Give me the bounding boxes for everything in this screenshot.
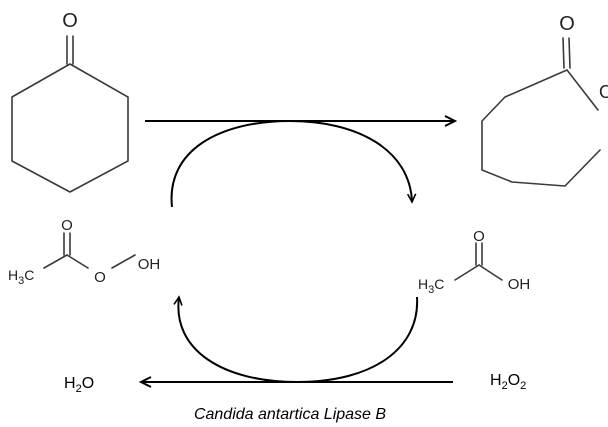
peracid-bond-3: [111, 254, 136, 269]
peracid-hydroxyl: OH: [138, 256, 161, 273]
reactant-carbonyl-oxygen: O: [62, 10, 78, 32]
product-carbonyl-oxygen: O: [559, 13, 575, 35]
cyclohexane-ring: [11, 63, 129, 193]
acid-methyl-label: H3C: [418, 276, 444, 296]
peracid-carbonyl-oxygen: O: [61, 217, 73, 234]
water-label: H2O: [64, 375, 94, 395]
lower-cycle-arc: [173, 295, 419, 384]
peracid-bond-1: [43, 254, 68, 269]
lactone-carbonyl-bond-a: [562, 37, 565, 69]
caprolactone: O O: [481, 13, 608, 187]
hydrogen-peroxide-label: H2O2: [490, 372, 526, 392]
acid-carbonyl-oxygen: O: [473, 228, 485, 245]
peracid-methyl-label: H3C: [8, 267, 34, 287]
peracetic-acid: O O OH H3C: [8, 217, 160, 287]
product-ring-oxygen: O: [599, 82, 608, 102]
lactone-ring: [481, 69, 601, 187]
cyclohexanone: O: [11, 10, 129, 193]
enzyme-caption: Candida antartica Lipase B: [194, 406, 386, 423]
lactone-carbonyl-bond-b: [568, 37, 571, 69]
acid-hydroxyl: OH: [508, 276, 531, 293]
peracid-bond-2: [66, 254, 89, 269]
acetic-acid: O OH H3C: [418, 228, 530, 296]
acid-bond-1: [454, 264, 480, 281]
upper-cycle-arc: [170, 119, 417, 208]
peracid-ether-oxygen: O: [94, 269, 106, 286]
acid-bond-2: [478, 264, 503, 281]
